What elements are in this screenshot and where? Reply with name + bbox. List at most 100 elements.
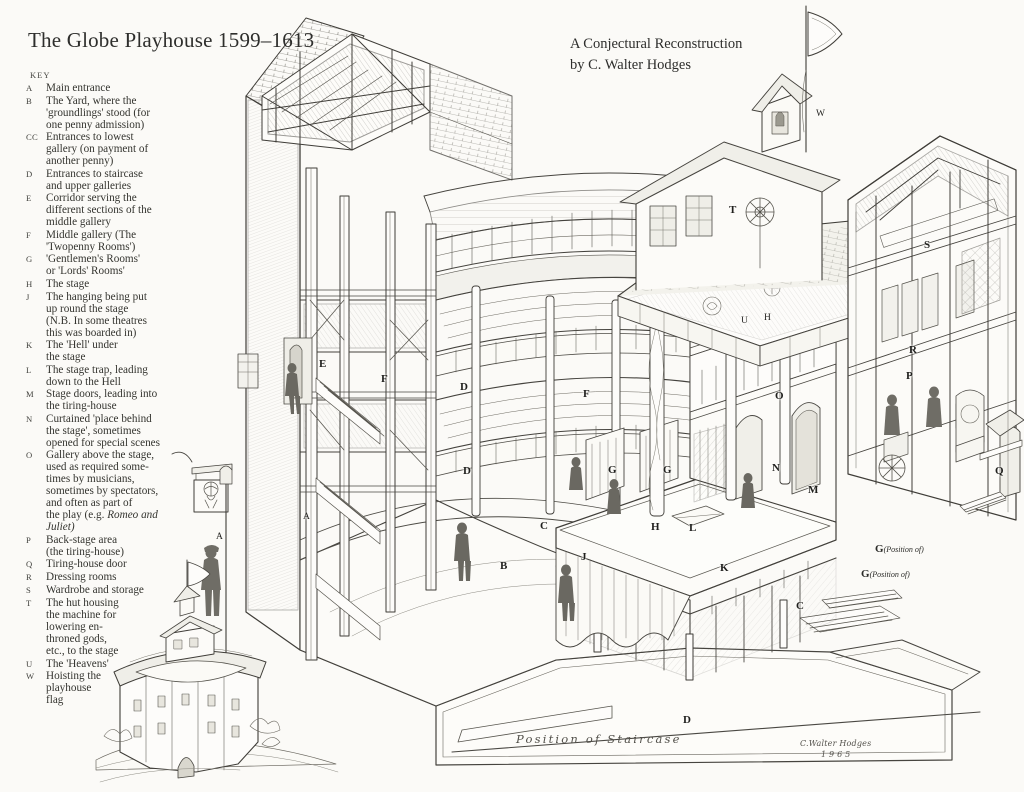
key-item-text: The 'Heavens' — [46, 657, 109, 670]
callout-k: K — [720, 562, 729, 574]
artist-signature: C.Walter Hodges 1 9 6 5 — [800, 739, 871, 761]
key-item-a: A Main entrance — [26, 82, 208, 94]
signature-name: C.Walter Hodges — [800, 739, 872, 748]
key-item-g: G 'Gentlemen's Rooms' or 'Lords' Rooms' — [26, 253, 208, 277]
key-item-text: Entrances to staircase and upper galleri… — [46, 167, 143, 192]
key-item-letter: A — [26, 83, 33, 93]
key-item-k: K The 'Hell' under the stage — [26, 339, 208, 363]
callout-r: R — [909, 344, 917, 356]
key-item-letter: K — [26, 340, 33, 351]
key-item-text: The hut housing the machine for lowering… — [46, 597, 119, 658]
callout-w: W — [816, 109, 825, 119]
key-item-letter: E — [26, 193, 32, 204]
position-label-letter: G — [861, 568, 870, 580]
position-label-letter: G — [875, 543, 884, 555]
key-item-text: Entrances to lowest gallery (on payment … — [46, 131, 149, 168]
page-title: The Globe Playhouse 1599–1613 — [28, 28, 315, 52]
key-item-text: The hanging being put up round the stage… — [46, 290, 147, 339]
key-item-text: The Yard, where the 'groundlings' stood … — [46, 94, 151, 131]
key-item-r: R Dressing rooms — [26, 571, 208, 583]
callout-h: H — [764, 313, 771, 323]
key-item-letter: D — [26, 168, 33, 179]
key-heading: KEY — [30, 70, 51, 80]
key-item-letter: N — [26, 413, 33, 424]
key-item-letter: P — [26, 534, 32, 545]
key-item-text: The stage trap, leading down to the Hell — [46, 363, 148, 388]
callout-d: D — [460, 381, 468, 393]
credit-line-1: A Conjectural Reconstruction — [570, 36, 743, 52]
key-item-o: O Gallery above the stage, used as requir… — [26, 449, 208, 533]
key-item-letter: B — [26, 95, 33, 106]
key-item-w: W Hoisting the playhouse flag — [26, 670, 208, 706]
key-item-text: Gallery above the stage, used as require… — [46, 449, 159, 534]
callout-e: E — [319, 358, 327, 370]
key-item-letter: R — [26, 572, 33, 583]
callout-g: G — [608, 464, 617, 476]
key-item-letter: U — [26, 658, 33, 669]
key-item-text: Hoisting the playhouse flag — [46, 670, 102, 707]
key-item-letter: Q — [26, 559, 33, 570]
key-item-letter: W — [26, 671, 35, 682]
key-item-letter: T — [26, 598, 32, 609]
key-item-text: Curtained 'place behind the stage', some… — [46, 412, 160, 449]
callout-c: C — [540, 520, 548, 532]
key-item-text: Stage doors, leading into the tiring-hou… — [46, 388, 158, 413]
key-item-letter: S — [26, 585, 32, 596]
key-item-d: D Entrances to staircase and upper galler… — [26, 168, 208, 192]
callout-h: H — [651, 521, 660, 533]
callout-c: C — [796, 600, 804, 612]
key-item-text: Corridor serving the different sections … — [46, 192, 152, 229]
callout-u: U — [741, 316, 748, 326]
key-item-l: L The stage trap, leading down to the Hel… — [26, 364, 208, 388]
callout-q: Q — [995, 465, 1004, 477]
callout-m: M — [808, 484, 819, 496]
key-item-text: The 'Hell' under the stage — [46, 339, 118, 364]
key-item-n: N Curtained 'place behind the stage', som… — [26, 413, 208, 449]
key-item-text: 'Gentlemen's Rooms' or 'Lords' Rooms' — [46, 253, 140, 278]
callout-b: B — [500, 560, 508, 572]
key-item-u: U The 'Heavens' — [26, 658, 208, 670]
key-item-letter: M — [26, 389, 34, 400]
callout-l: L — [689, 522, 697, 534]
callout-o: O — [775, 390, 784, 402]
key-item-q: Q Tiring-house door — [26, 558, 208, 570]
callout-a: A — [216, 532, 223, 542]
key-item-text: Tiring-house door — [46, 558, 127, 571]
key-item-text: Main entrance — [46, 82, 111, 94]
key-item-letter: G — [26, 254, 33, 265]
callout-j: J — [581, 551, 587, 563]
key-item-m: M Stage doors, leading into the tiring-ho… — [26, 388, 208, 412]
key-item-letter: L — [26, 364, 32, 375]
key-item-p: P Back-stage area (the tiring-house) — [26, 534, 208, 558]
key-item-text: Dressing rooms — [46, 571, 117, 584]
key-item-text: The stage — [46, 277, 90, 290]
key-item-h: H The stage — [26, 278, 208, 290]
callout-g: G — [663, 464, 672, 476]
key-item-cc: CC Entrances to lowest gallery (on paymen… — [26, 131, 208, 167]
key-item-letter: O — [26, 450, 33, 461]
key-item-letter: F — [26, 229, 32, 240]
key-item-text: Wardrobe and storage — [46, 584, 144, 597]
callout-d: D — [683, 714, 691, 726]
staircase-position-label: Position of Staircase — [516, 732, 682, 746]
key-item-s: S Wardrobe and storage — [26, 584, 208, 596]
key-item-b: B The Yard, where the 'groundlings' stood… — [26, 95, 208, 131]
callout-f: F — [583, 388, 590, 400]
callout-p: P — [906, 370, 913, 382]
callout-a: A — [303, 512, 310, 522]
key-item-t: T The hut housing the machine for lowerin… — [26, 597, 208, 657]
key-item-letter: H — [26, 278, 33, 289]
key-item-e: E Corridor serving the different sections… — [26, 192, 208, 228]
key-item-text: Back-stage area (the tiring-house) — [46, 533, 124, 558]
signature-year: 1 9 6 5 — [821, 749, 851, 759]
key-item-letter: CC — [26, 132, 39, 143]
callout-s: S — [924, 239, 931, 251]
callout-n: N — [772, 462, 780, 474]
callout-t: T — [729, 204, 737, 216]
position-of-gallery-label: G(Position of) — [875, 543, 924, 555]
callout-d: D — [463, 465, 471, 477]
